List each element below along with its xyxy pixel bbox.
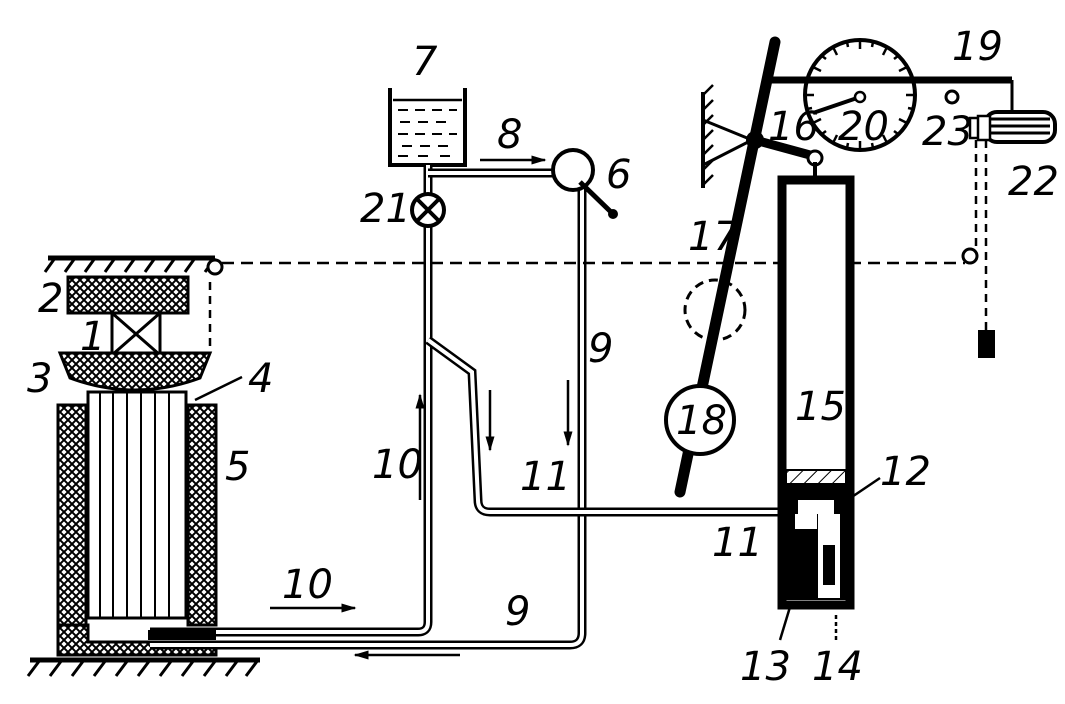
pipe-inlet-block bbox=[148, 630, 216, 640]
drum-22 bbox=[983, 110, 1057, 144]
base-ground bbox=[26, 657, 260, 677]
pipe-11-inner bbox=[426, 338, 820, 514]
beam-pulley bbox=[944, 89, 960, 105]
label-16: 16 bbox=[768, 104, 819, 150]
label-23: 23 bbox=[922, 109, 973, 155]
dial-20 bbox=[803, 38, 917, 152]
furnace-walls bbox=[56, 403, 218, 657]
pipe-10-inner bbox=[150, 225, 430, 634]
fulcrum-bracket bbox=[702, 118, 756, 167]
lever-arm bbox=[753, 135, 812, 160]
valve-21 bbox=[410, 192, 446, 228]
counterweight-17-dashed bbox=[683, 278, 747, 342]
label-11-upper: 11 bbox=[520, 454, 571, 500]
leader-13 bbox=[778, 606, 792, 641]
label-9-lower: 9 bbox=[505, 589, 530, 635]
label-10-upper: 10 bbox=[372, 442, 423, 488]
pulley-left bbox=[206, 258, 224, 276]
clip-23 bbox=[968, 114, 992, 142]
specimen-rods bbox=[86, 390, 188, 620]
reservoir bbox=[388, 88, 467, 167]
label-3: 3 bbox=[27, 356, 52, 402]
pipe-11 bbox=[425, 336, 820, 517]
label-13: 13 bbox=[740, 644, 791, 690]
label-8: 8 bbox=[497, 112, 522, 158]
label-9-upper: 9 bbox=[588, 326, 613, 372]
label-18: 18 bbox=[676, 398, 727, 444]
label-4: 4 bbox=[248, 356, 273, 402]
weight-18 bbox=[664, 384, 736, 456]
label-19: 19 bbox=[952, 24, 1003, 70]
cylinder-15 bbox=[777, 175, 855, 610]
label-5: 5 bbox=[225, 444, 250, 490]
valve-6 bbox=[551, 148, 618, 219]
upper-block bbox=[66, 275, 190, 315]
pipe-9-inner bbox=[150, 185, 584, 647]
hanging-weight bbox=[978, 330, 995, 358]
wall-hatch bbox=[701, 84, 714, 188]
lens-cap bbox=[57, 351, 213, 392]
label-7: 7 bbox=[412, 39, 438, 85]
label-6: 6 bbox=[606, 152, 631, 198]
label-22: 22 bbox=[1008, 159, 1059, 205]
cable-pulley-right bbox=[961, 247, 979, 265]
top-support-hatch bbox=[43, 255, 217, 273]
label-17: 17 bbox=[688, 214, 739, 260]
label-11-lower: 11 bbox=[712, 520, 763, 566]
label-15: 15 bbox=[795, 384, 846, 430]
label-10-lower: 10 bbox=[282, 562, 333, 608]
leader-12 bbox=[839, 476, 881, 507]
leader-4 bbox=[194, 375, 243, 402]
label-12: 12 bbox=[880, 449, 931, 495]
spacer-x bbox=[110, 311, 162, 357]
label-1: 1 bbox=[80, 314, 105, 360]
label-14: 14 bbox=[812, 644, 863, 690]
label-2: 2 bbox=[38, 276, 63, 322]
label-21: 21 bbox=[360, 186, 411, 232]
label-20: 20 bbox=[838, 104, 889, 150]
